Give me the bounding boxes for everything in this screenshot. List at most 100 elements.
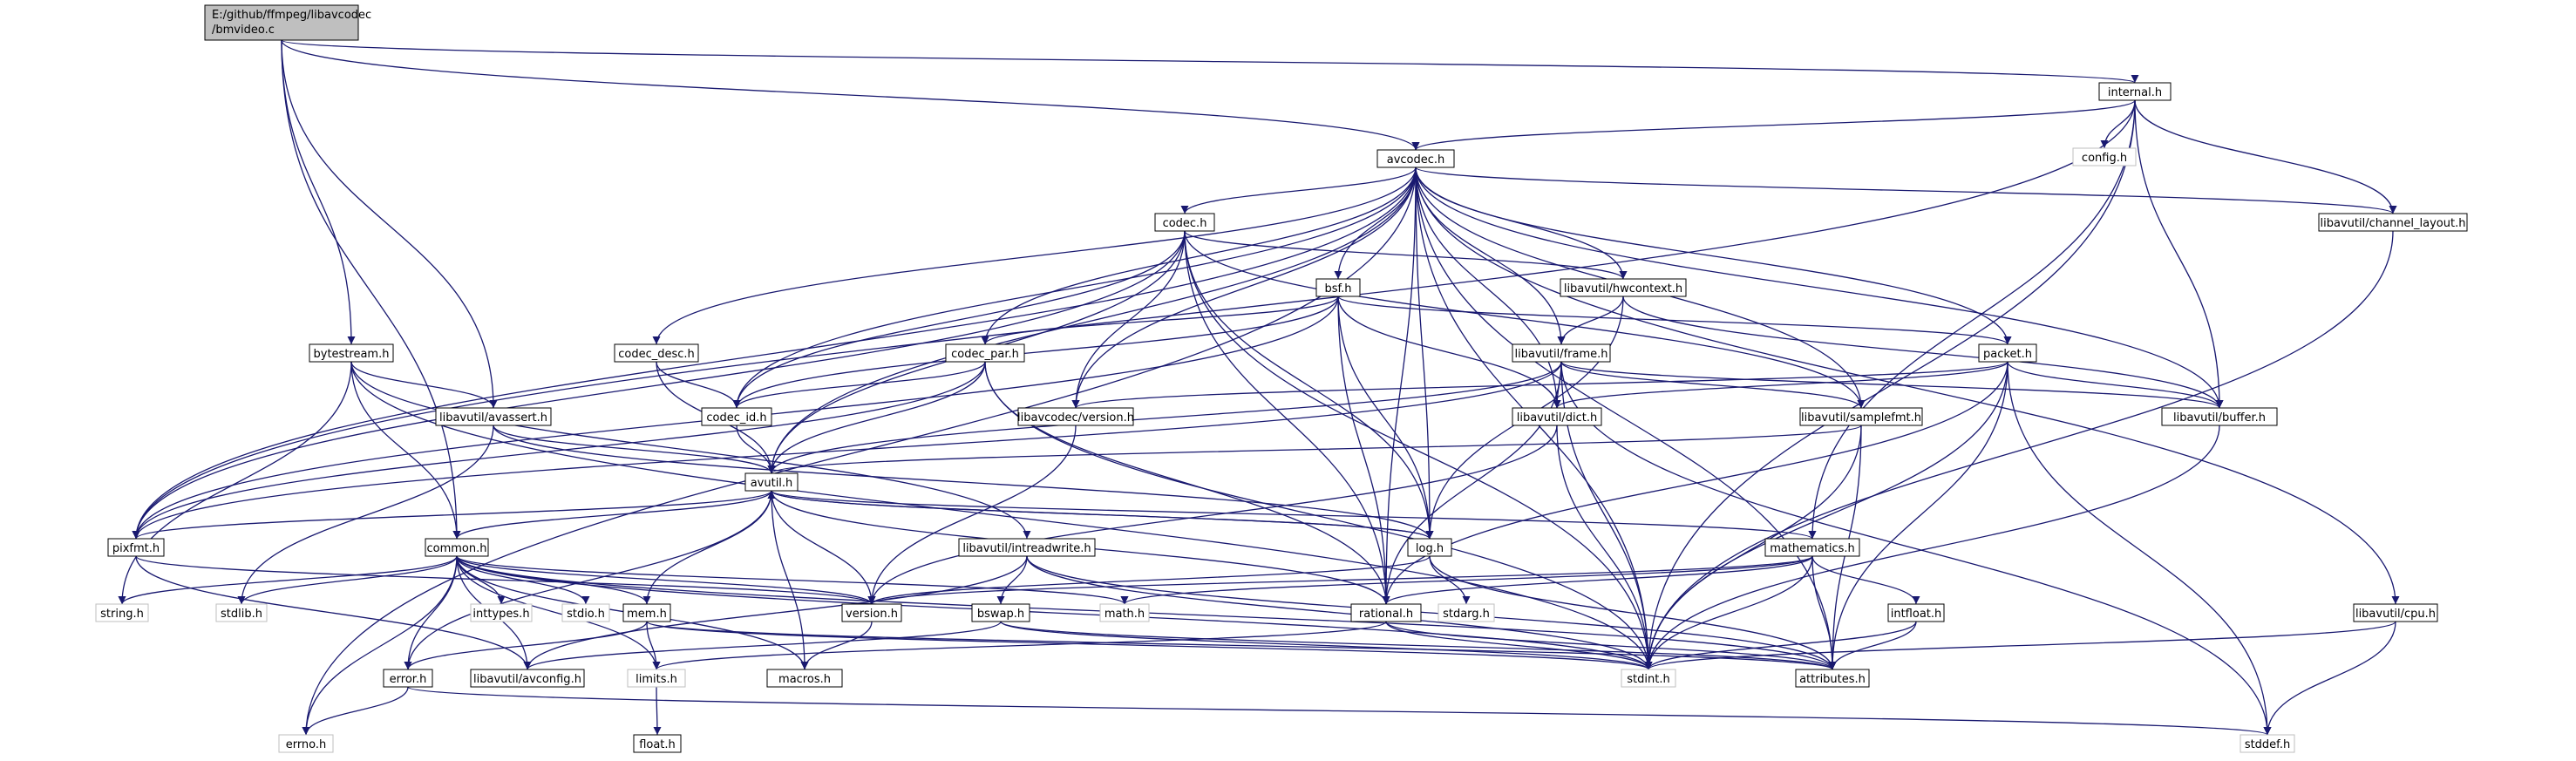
node-macros[interactable]: macros.h [766,669,843,688]
edge-hwcontext-to-buffer [1622,296,2224,409]
node-label: bsf.h [1324,282,1351,296]
edge-bsf-to-codec_par [981,296,1339,345]
edge-bswap-to-avconfig [523,621,1002,670]
node-box [1560,278,1687,297]
node-box [1376,149,1455,168]
edge-avcodec-to-bsf [1334,166,1417,280]
node-bsf[interactable]: bsf.h [1315,278,1361,297]
node-attributes[interactable]: attributes.h [1795,669,1870,688]
node-avcodec[interactable]: avcodec.h [1376,149,1455,168]
edge-avcodec-to-channel_layout [1415,166,2397,214]
node-codec[interactable]: codec.h [1154,213,1215,232]
node-bytestream[interactable]: bytestream.h [309,343,394,363]
node-hwcontext[interactable]: libavutil/hwcontext.h [1560,278,1687,297]
node-intfloat[interactable]: intfloat.h [1887,603,1945,622]
node-version[interactable]: version.h [841,603,902,622]
edge-internal-to-mathematics [1808,99,2136,540]
node-log[interactable]: log.h [1407,538,1452,557]
edge-frame-to-buffer [1560,361,2224,409]
node-label: common.h [427,542,487,555]
node-buffer[interactable]: libavutil/buffer.h [2161,407,2278,426]
edge-dict-to-version [867,425,1558,605]
node-box [435,407,552,426]
edge-avcodec-to-attributes [1415,166,1837,670]
edge-avcodec-to-rational [1382,166,1417,605]
edge-layer [118,39,2400,736]
node-box [95,603,149,622]
edge-codec_par-to-pixfmt [132,361,986,540]
node-mem[interactable]: mem.h [622,603,671,622]
node-box [744,472,799,492]
node-codec_par[interactable]: codec_par.h [945,343,1025,363]
node-codec_id[interactable]: codec_id.h [701,407,772,426]
node-label: avcodec.h [1387,153,1445,166]
edge-mathematics-to-math [1120,555,1813,605]
edge-codec-to-codec_id [732,230,1186,409]
edge-codec_par-to-avutil [767,361,986,474]
node-pixfmt[interactable]: pixfmt.h [107,538,165,557]
edge-samplefmt-to-stdint [1644,425,1862,670]
node-box [614,343,699,363]
edge-error-to-stddef [407,686,2271,736]
node-box [215,603,268,622]
node-avconfig[interactable]: libavutil/avconfig.h [470,669,585,688]
node-label: float.h [639,738,676,751]
node-rational[interactable]: rational.h [1350,603,1422,622]
node-box [2161,407,2278,426]
node-label: string.h [100,608,144,621]
node-avutil[interactable]: avutil.h [744,472,799,492]
node-samplefmt[interactable]: libavutil/samplefmt.h [1799,407,1923,426]
edge-rational-to-stdint [1385,621,1653,670]
edge-intreadwrite-to-attributes [1026,555,1837,670]
node-label: E:/github/ffmpeg/libavcodec [212,9,371,22]
node-stddef: stddef.h [2240,734,2295,753]
node-avassert[interactable]: libavutil/avassert.h [435,407,552,426]
node-internal[interactable]: internal.h [2098,82,2172,101]
node-bswap[interactable]: bswap.h [971,603,1030,622]
edge-intreadwrite-to-stdint [1026,555,1653,670]
node-box [1887,603,1945,622]
node-box [622,603,671,622]
edge-bytestream-to-string [118,361,352,605]
node-mathematics[interactable]: mathematics.h [1764,538,1860,557]
node-intreadwrite[interactable]: libavutil/intreadwrite.h [958,538,1096,557]
node-box [1512,407,1602,426]
edge-version-to-macros [800,621,873,670]
node-label: /bmvideo.c [212,24,275,37]
node-label: libavutil/channel_layout.h [2321,217,2466,230]
node-label: avutil.h [751,477,793,490]
edge-codec_par-to-codec_id [732,361,986,409]
edge-codec-to-log [1184,230,1434,540]
edge-avutil-to-pixfmt [132,490,772,540]
edge-mem-to-attributes [646,621,1837,670]
node-error[interactable]: error.h [383,669,433,688]
node-box [425,538,489,557]
node-channel_layout[interactable]: libavutil/channel_layout.h [2318,213,2468,232]
edge-buffer-to-stdint [1644,425,2220,670]
edge-intfloat-to-attributes [1828,621,1917,670]
node-common[interactable]: common.h [425,538,489,557]
edge-avassert-to-stdlib [237,425,494,605]
edge-error-to-errno [302,686,409,736]
node-packet[interactable]: packet.h [1978,343,2037,363]
node-box [1099,603,1150,622]
node-cpu[interactable]: libavutil/cpu.h [2353,603,2438,622]
node-frame[interactable]: libavutil/frame.h [1512,343,1611,363]
node-label: stdlib.h [221,608,262,621]
node-float[interactable]: float.h [633,734,682,753]
node-label: stdarg.h [1443,608,1490,621]
edge-avcodec-to-codec_par [981,166,1417,345]
node-dict[interactable]: libavutil/dict.h [1512,407,1602,426]
node-layer: E:/github/ffmpeg/libavcodec/bmvideo.c int… [95,4,2468,753]
edge-cpu-to-stddef [2263,621,2396,736]
node-label: libavutil/dict.h [1517,411,1598,425]
node-root[interactable]: E:/github/ffmpeg/libavcodec/bmvideo.c [204,4,371,41]
node-box [309,343,394,363]
node-label: attributes.h [1799,673,1866,686]
edge-avcodec-to-lavcversion [1071,166,1417,409]
node-codec_desc[interactable]: codec_desc.h [614,343,699,363]
node-lavcversion[interactable]: libavcodec/version.h [1017,407,1134,426]
edge-codec-to-stdint [1184,230,1653,670]
node-box [2353,603,2438,622]
node-label: libavutil/buffer.h [2173,411,2266,425]
